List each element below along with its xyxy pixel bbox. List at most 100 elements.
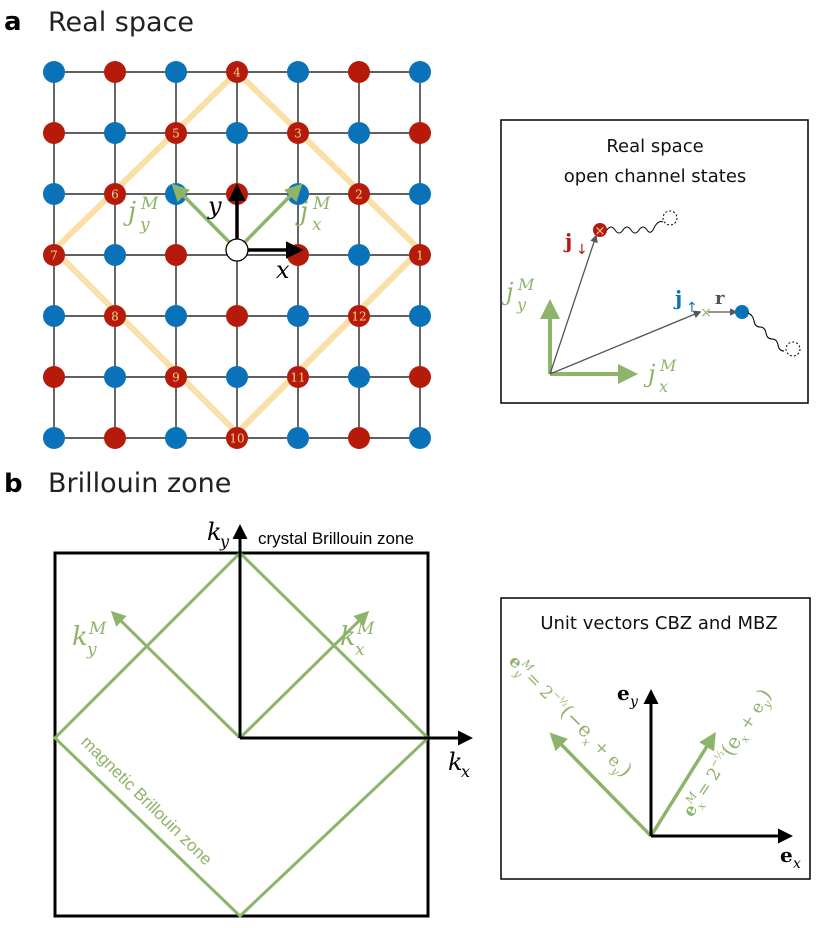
red-site xyxy=(348,61,370,83)
jy-vector-label: j y M xyxy=(123,194,159,235)
blue-site xyxy=(104,122,126,144)
red-site xyxy=(43,366,65,388)
red-site xyxy=(104,427,126,449)
blue-site xyxy=(43,305,65,327)
inset-jx-sup: M xyxy=(659,356,677,375)
blue-site xyxy=(287,61,309,83)
red-site xyxy=(409,122,431,144)
red-site xyxy=(165,366,187,388)
inset-jy-sub: y xyxy=(516,295,527,314)
inset-jup-base: j xyxy=(673,286,682,310)
red-site xyxy=(165,122,187,144)
blue-site xyxy=(348,366,370,388)
inset-b-title: Unit vectors CBZ and MBZ xyxy=(540,613,777,634)
red-site xyxy=(409,244,431,266)
kxM-sup: M xyxy=(356,619,375,639)
inset-jdown-base: j xyxy=(563,229,572,253)
jx-sub: x xyxy=(312,215,322,235)
inset-ex-sub: x xyxy=(793,856,801,872)
magnetic-brillouin-zone xyxy=(52,550,431,919)
inset-jy-sup: M xyxy=(517,275,535,294)
blue-site xyxy=(409,427,431,449)
kx-sub: x xyxy=(461,762,470,781)
jy-vector-arrow xyxy=(171,183,239,252)
red-site xyxy=(287,122,309,144)
kxM-label: k x M xyxy=(340,619,375,660)
red-site xyxy=(348,183,370,205)
blue-site xyxy=(165,61,187,83)
inset-red-site xyxy=(593,223,607,237)
blue-site xyxy=(104,366,126,388)
inset-jdown-label: j ↓ xyxy=(563,229,588,258)
inset-green-cross: × xyxy=(700,305,712,321)
jx-vector-arrow xyxy=(235,183,303,252)
jx-vector-label: j x M xyxy=(295,194,331,235)
inset-jdown-vector xyxy=(549,234,598,375)
inset-a-title-line2: open channel states xyxy=(564,166,747,187)
kx-base: k xyxy=(448,748,463,776)
inset-ey-sub: y xyxy=(629,694,639,710)
panel-b-letter: b xyxy=(4,469,23,499)
site-number-label: 11 xyxy=(290,371,305,385)
red-site xyxy=(348,305,370,327)
ky-sub: y xyxy=(219,532,230,551)
inset-blue-site xyxy=(735,305,749,319)
blue-site xyxy=(287,427,309,449)
inset-red-dashed-circle xyxy=(662,210,678,226)
blue-site xyxy=(409,305,431,327)
inset-ey-label: e y xyxy=(617,681,639,710)
site-number-label: 8 xyxy=(111,310,119,324)
magnetic-bz-label: magnetic Brillouin zone xyxy=(77,732,216,869)
red-site xyxy=(226,305,248,327)
site-number-label: 2 xyxy=(355,188,363,202)
blue-site xyxy=(43,183,65,205)
red-site xyxy=(226,427,248,449)
inset-jx-sub: x xyxy=(659,377,668,396)
jy-sup: M xyxy=(140,194,159,214)
inset-blue-wavy-line xyxy=(747,312,785,352)
kyM-label: k y M xyxy=(72,619,107,660)
inset-ex-base: e xyxy=(780,843,793,867)
kx-label: k x xyxy=(448,748,470,781)
axis-y-label: y xyxy=(207,192,222,220)
blue-site xyxy=(348,244,370,266)
blue-site xyxy=(104,244,126,266)
axis-x-label: x xyxy=(276,256,290,284)
site-number-label: 7 xyxy=(50,249,58,263)
panel-a-letter: a xyxy=(4,7,22,37)
blue-site xyxy=(43,61,65,83)
blue-site xyxy=(226,366,248,388)
ky-label: k y xyxy=(207,518,230,551)
site-number-label: 6 xyxy=(111,188,119,202)
inset-ey-base: e xyxy=(617,681,630,705)
inset-red-wavy-line xyxy=(606,221,664,234)
jy-base: j xyxy=(123,197,136,227)
inset-ex-label: e x xyxy=(780,843,801,872)
blue-site xyxy=(165,305,187,327)
kxM-base: k xyxy=(340,622,356,652)
kyM-sub: y xyxy=(86,640,97,660)
blue-site xyxy=(287,305,309,327)
panel-b-title: Brillouin zone xyxy=(48,468,231,499)
red-site xyxy=(409,366,431,388)
kyM-sup: M xyxy=(88,619,107,639)
site-number-label: 10 xyxy=(229,432,244,446)
red-site xyxy=(43,122,65,144)
site-number-label: 9 xyxy=(172,371,180,385)
kyM-arrow xyxy=(110,610,242,740)
inset-r-label: r xyxy=(715,288,725,309)
origin-site xyxy=(225,238,249,262)
inset-a-title-line1: Real space xyxy=(606,136,703,157)
blue-site xyxy=(165,427,187,449)
jy-sub: y xyxy=(139,215,150,235)
kxM-arrow xyxy=(238,610,370,740)
red-site xyxy=(104,61,126,83)
site-number-label: 12 xyxy=(351,310,366,324)
inset-jup-label: j ↑ xyxy=(673,286,698,316)
site-number-label: 5 xyxy=(172,127,180,141)
site-number-label: 1 xyxy=(416,249,424,263)
red-site xyxy=(348,427,370,449)
crystal-bz-label: crystal Brillouin zone xyxy=(258,529,414,548)
inset-jup-sub: ↑ xyxy=(686,300,698,316)
